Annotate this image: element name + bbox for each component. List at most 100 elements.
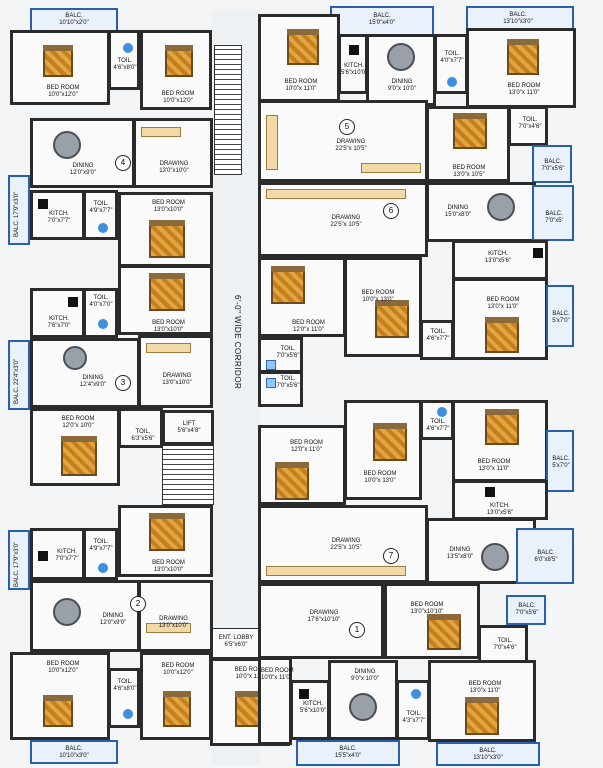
flat-number: 4: [115, 155, 131, 171]
toilet: TOIL.7'0"x4'6": [508, 106, 548, 146]
wash-basin-icon: [98, 563, 108, 573]
bed: [485, 317, 519, 353]
balcony: BALC.7'0"x5'6": [532, 145, 572, 183]
lift-size: 5'6"x4'8": [177, 428, 201, 434]
toilet: TOIL.4'6"x8'0": [108, 668, 140, 728]
balcony: BALC. 22'4"x3'0": [8, 340, 30, 410]
dining-table-icon: [387, 43, 415, 71]
balcony: BALC.10'10"x2'0": [30, 8, 118, 32]
dining-table-icon: [481, 543, 509, 571]
stove-icon: [349, 45, 359, 55]
flat-number: 1: [349, 622, 365, 638]
staircase-middle: [162, 445, 214, 505]
balcony: BALC.15'5"x4'0": [296, 740, 400, 766]
flat-number: 2: [130, 596, 146, 612]
sofa-icon: [141, 127, 181, 137]
sofa-icon: [266, 566, 406, 576]
kitchen: KITCH.7'6"x7'0": [30, 288, 85, 338]
lobby-size: 6'5"x6'0": [224, 642, 248, 648]
dining-table-icon: [487, 193, 515, 221]
kitchen: KITCH.5'6"x10'0": [290, 680, 330, 740]
toilet: TOIL.4'0"x7'7": [434, 34, 468, 94]
wash-basin-icon: [437, 407, 447, 417]
lobby-label: ENT. LOBBY: [218, 635, 254, 641]
toilet: TOIL.4'0"x7'0": [83, 288, 118, 338]
toilet: TOIL.6'3"x5'6": [118, 408, 163, 448]
toilet: TOIL.4'6"x7'7": [420, 320, 454, 360]
toilet: TOIL.7'0"x5'6": [258, 371, 303, 407]
bed: [271, 266, 305, 304]
kitchen: KITCH.7'0"x7'7": [30, 190, 85, 240]
dining-table-icon: [63, 346, 87, 370]
stove-icon: [533, 248, 543, 258]
flat-number: 3: [115, 375, 131, 391]
bed: [287, 29, 319, 65]
bed: [165, 45, 193, 77]
stove-icon: [38, 551, 48, 561]
toilet: TOIL.4'3"x7'7": [396, 680, 430, 740]
toilet-icon: [266, 360, 276, 370]
balcony: BALC.10'10"x3'0": [30, 740, 118, 764]
wash-basin-icon: [411, 689, 421, 699]
bed: [507, 39, 539, 75]
bed: [275, 462, 309, 500]
balcony: BALC.5'x7'0": [546, 285, 574, 347]
bed: [61, 436, 97, 476]
flat-number: 7: [383, 548, 399, 564]
kitchen: KITCH.5'6"x10'0": [338, 34, 368, 94]
corridor-label: 6'-0" WIDE CORRIDOR: [233, 295, 242, 390]
toilet: TOIL.4'6"x7'7": [420, 400, 454, 440]
balcony: BALC.5'x7'0": [546, 430, 574, 492]
dining-table-icon: [53, 598, 81, 626]
stove-icon: [485, 487, 495, 497]
bed: [373, 423, 407, 461]
bed: [43, 45, 73, 77]
flat-number: 5: [339, 119, 355, 135]
sofa-icon: [146, 623, 191, 633]
dining-table-icon: [53, 131, 81, 159]
bed: [149, 220, 185, 258]
lift-label: LIFT: [182, 421, 196, 427]
staircase-top: [214, 45, 242, 175]
toilet: TOIL.7'0"x5'6": [258, 337, 303, 373]
toilet: TOIL.4'9"x7'7": [83, 190, 118, 240]
toilet-icon: [266, 378, 276, 388]
bed: [427, 614, 461, 650]
sofa-icon: [266, 115, 278, 170]
wash-basin-icon: [98, 223, 108, 233]
kitchen: KITCH.7'0"x7'7": [30, 528, 85, 580]
balcony: BALC.15'0"x4'0": [330, 6, 434, 36]
stove-icon: [68, 297, 78, 307]
bed: [453, 113, 487, 149]
toilet: TOIL.4'9"x7'7": [83, 528, 118, 580]
wash-basin-icon: [123, 709, 133, 719]
wash-basin-icon: [123, 43, 133, 53]
bed: [465, 697, 499, 735]
